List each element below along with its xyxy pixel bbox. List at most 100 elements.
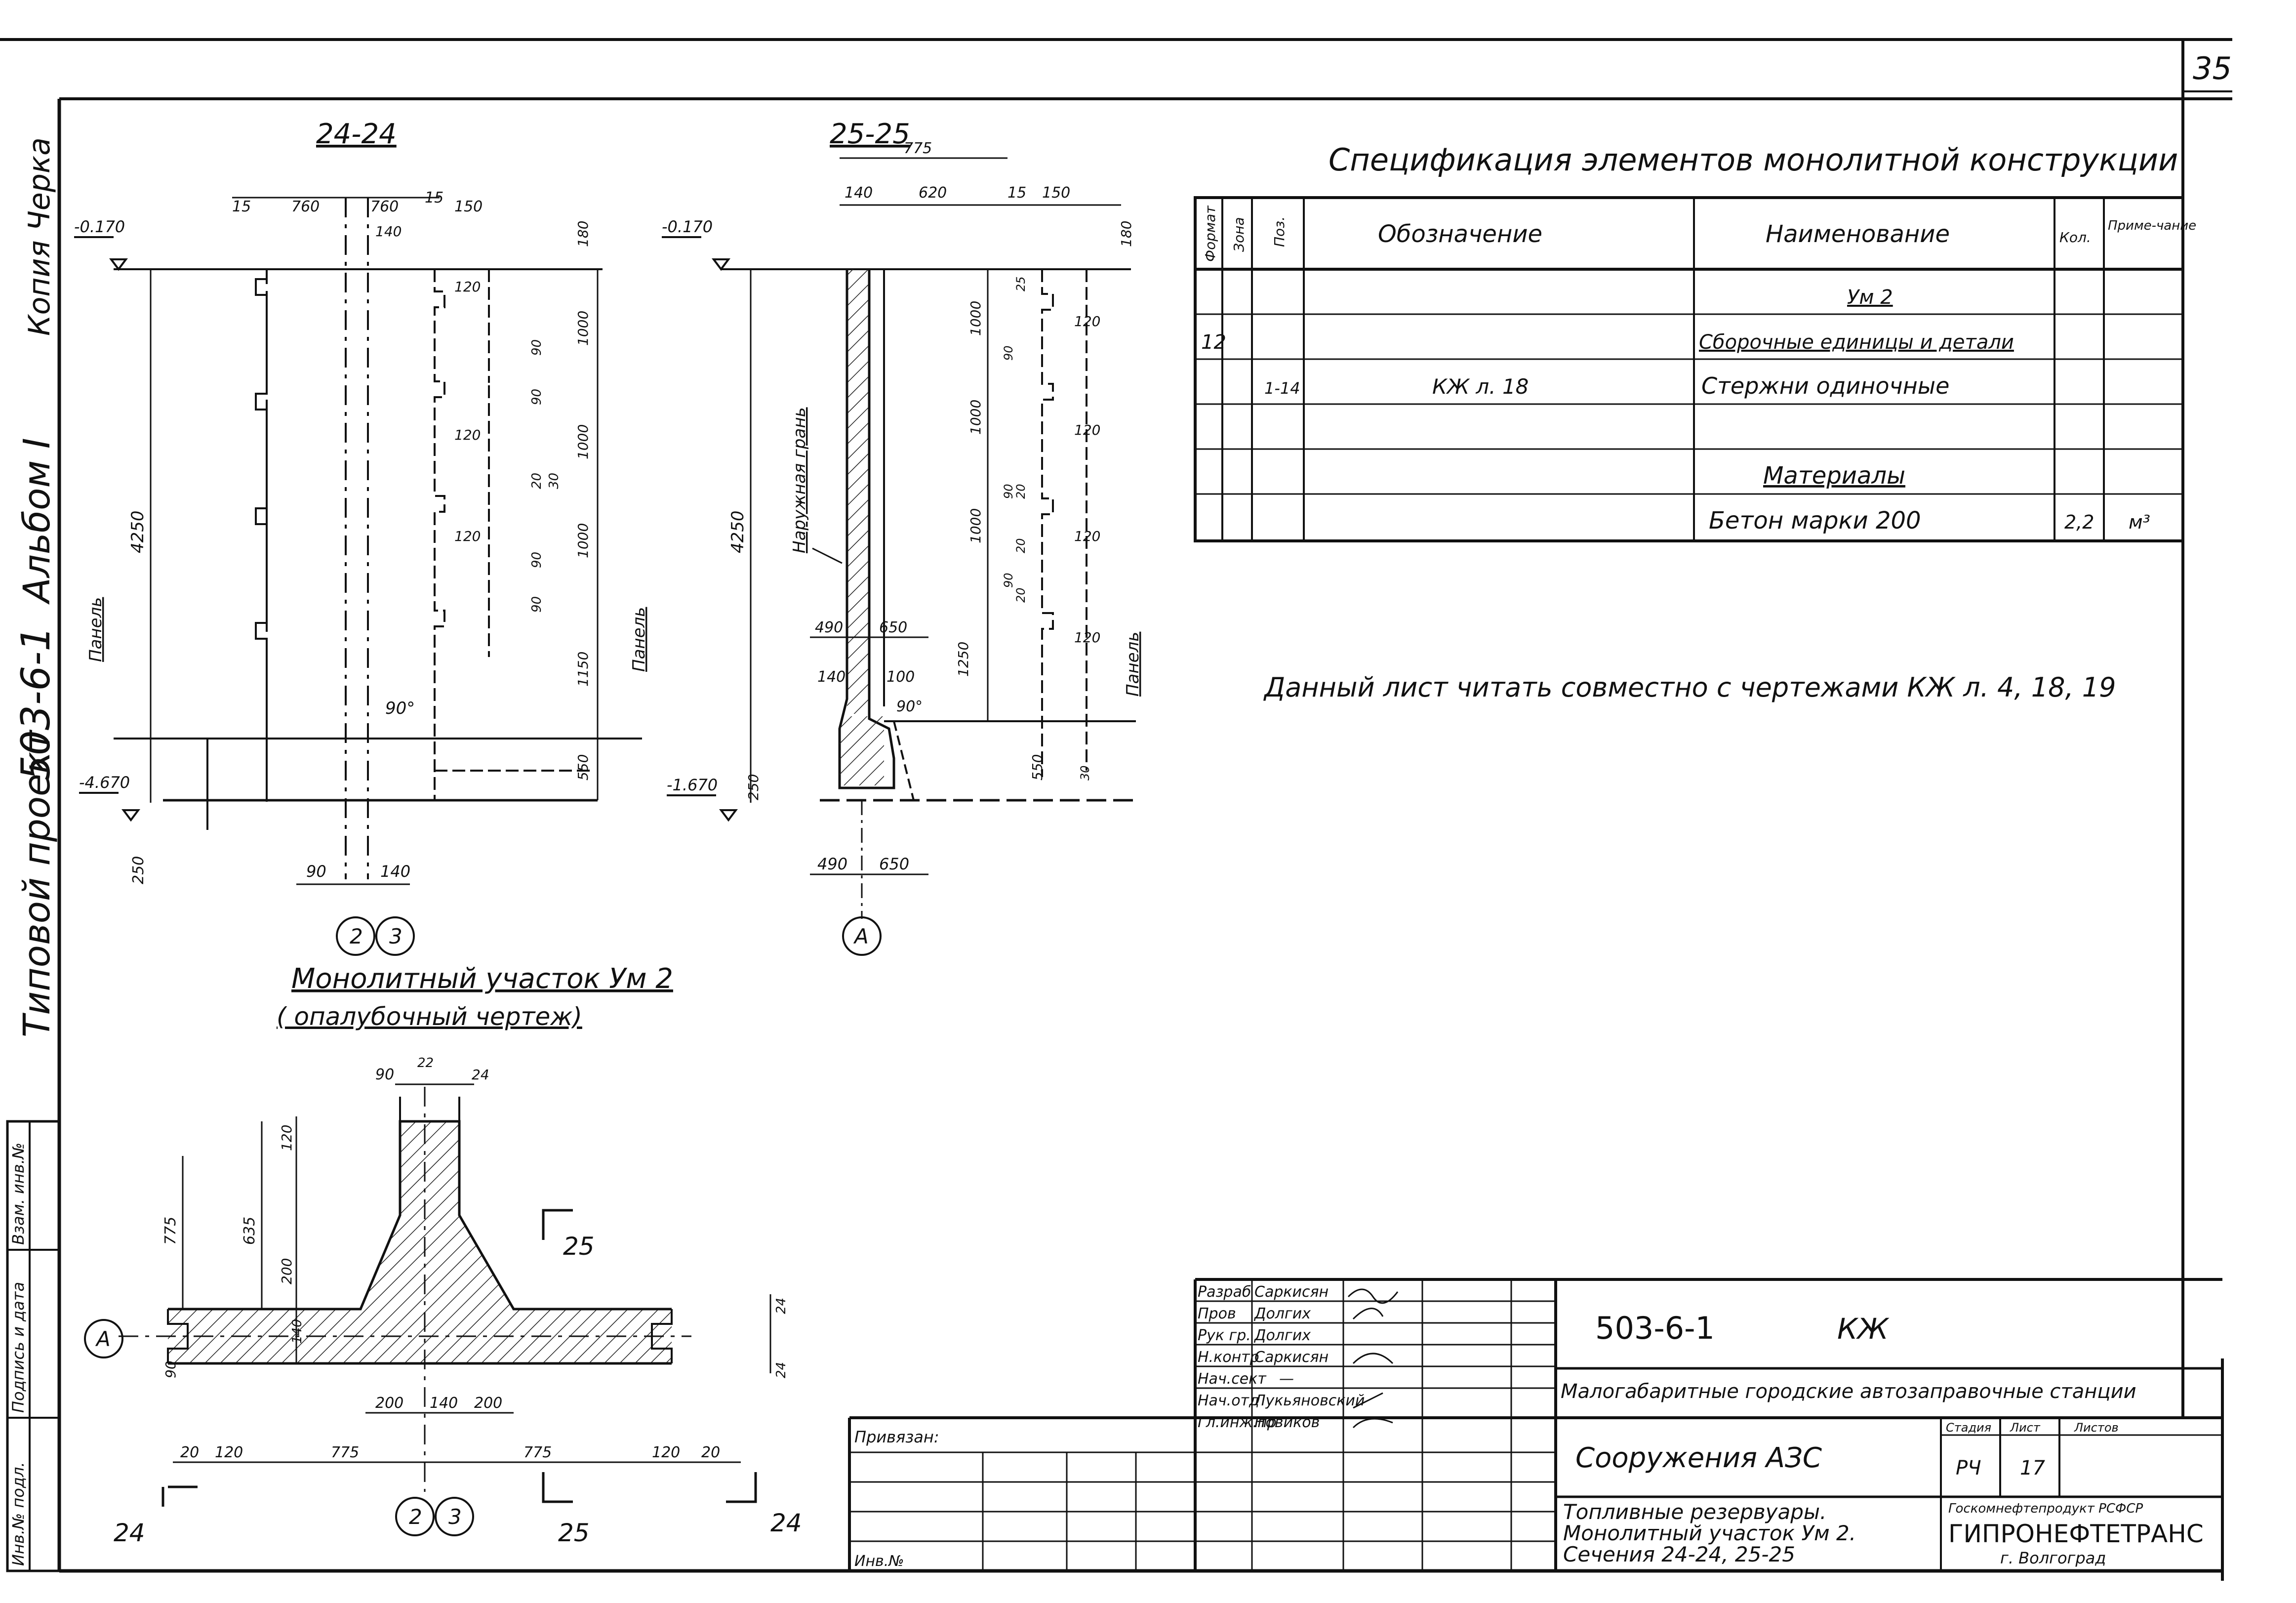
s25-panel: Панель <box>1123 632 1143 697</box>
s25-sdim-90b: 90 <box>1002 484 1015 499</box>
s25-vdim-1000a: 1000 <box>967 301 984 336</box>
s24-panel-right: Панель <box>629 607 649 672</box>
s25-sdim-20a: 20 <box>1014 484 1028 499</box>
tb-city: г. Волгоград <box>2000 1549 2106 1567</box>
s24-vdim-1150: 1150 <box>575 652 591 687</box>
plan-subtitle: ( опалубочный чертеж) <box>277 1002 582 1031</box>
s24-level-top: -0.170 <box>74 217 125 236</box>
plan-cut-24-right: 24 <box>770 1509 802 1537</box>
s24-vdim-1000a: 1000 <box>575 311 591 346</box>
page-number: 35 <box>2193 50 2232 86</box>
tb-bound: Привязан: <box>854 1428 939 1446</box>
sheet-note: Данный лист читать совместно с чертежами… <box>1263 672 2116 703</box>
plan-vdim-90: 90 <box>162 1360 179 1378</box>
tb-name-1: Саркисян <box>1254 1283 1329 1301</box>
side-project: Типовой проект <box>16 730 58 1037</box>
tb-project-name: Малогабаритные городские автозаправочные… <box>1561 1380 2136 1403</box>
s24-sdim-120a: 120 <box>454 279 481 295</box>
s25-base-490: 490 <box>815 619 843 636</box>
s25-sdim-120a: 120 <box>1074 313 1100 329</box>
plan-cdim-140: 140 <box>430 1395 458 1412</box>
col-replace: Взам. инв.№ <box>9 1143 28 1245</box>
spec-h-designation: Обозначение <box>1378 220 1542 248</box>
spec-h-qty: Кол. <box>2059 229 2091 246</box>
spec-r6-qty: 2,2 <box>2064 511 2094 533</box>
s25-sdim-20c: 20 <box>1014 587 1028 603</box>
s25-sdim-25: 25 <box>1014 276 1028 291</box>
spec-h-pos: Поз. <box>1271 216 1288 247</box>
s25-vdim-1000c: 1000 <box>967 508 984 543</box>
plan-vdim-775: 775 <box>162 1217 179 1245</box>
tb-org-top: Госкомнефтепродукт РСФСР <box>1948 1501 2143 1516</box>
plan-axis-a: А <box>95 1327 111 1351</box>
tb-name-7: Новиков <box>1254 1414 1320 1431</box>
tb-code: 503-6-1 <box>1595 1310 1715 1346</box>
s24-level-bottom: -4.670 <box>79 773 130 792</box>
plan-bdim-20b: 20 <box>701 1444 720 1461</box>
side-code: 503-6-1 <box>13 626 59 781</box>
s24-panel-left: Панель <box>86 597 106 662</box>
tb-stage: РЧ <box>1956 1457 1981 1480</box>
s24-vdim-1000c: 1000 <box>575 523 591 558</box>
spec-h-name: Наименование <box>1766 220 1950 248</box>
spec-h-note: Приме-чание <box>2108 218 2196 233</box>
spec-r2-name: Сборочные единицы и детали <box>1699 331 2014 354</box>
tb-stage-label: Стадия <box>1946 1421 1991 1435</box>
plan-vdim-635: 635 <box>241 1217 258 1245</box>
spec-r6-note: м³ <box>2129 511 2150 533</box>
plan-cut-25-bottom: 25 <box>558 1519 590 1547</box>
s24-sdim-120b: 120 <box>454 427 481 443</box>
tb-inv: Инв.№ <box>854 1553 904 1570</box>
tb-sheets-label: Листов <box>2074 1421 2119 1435</box>
s25-dim-140: 140 <box>845 184 873 202</box>
s25-angle: 90° <box>896 698 923 715</box>
spec-h-format: Формат <box>1202 206 1218 262</box>
s24-vdim-180: 180 <box>575 221 591 247</box>
plan-cdim-200a: 200 <box>375 1395 403 1412</box>
section-25-title: 25-25 <box>830 118 910 150</box>
plan-um2: Монолитный участок Ум 2 ( опалубочный че… <box>84 963 802 1547</box>
tb-role-7: Гл.инж.пр <box>1198 1414 1277 1431</box>
s25-vdim-550: 550 <box>1029 754 1046 781</box>
tb-mark: КЖ <box>1837 1312 1890 1346</box>
s25-bdim-490: 490 <box>817 855 847 873</box>
s25-sdim-120c: 120 <box>1074 528 1100 544</box>
spec-r3-pos: 1-14 <box>1264 379 1300 398</box>
tb-role-1: Разраб <box>1198 1283 1251 1301</box>
s24-dim-150: 150 <box>454 198 483 215</box>
section-25-25: 25-25 775 140 620 15 150 -0.170 -1.670 4… <box>662 118 1143 956</box>
s24-depth: 250 <box>130 856 147 884</box>
col-signature: Подпись и дата <box>9 1282 28 1413</box>
tb-sheet-label: Лист <box>2010 1421 2041 1435</box>
plan-cut-24-left: 24 <box>114 1519 145 1547</box>
s24-sdim-90a: 90 <box>529 339 544 356</box>
plan-top-22: 22 <box>417 1056 434 1070</box>
s25-vdim-1000b: 1000 <box>967 400 984 435</box>
tb-name-4: Саркисян <box>1254 1349 1329 1366</box>
tb-org: ГИПРОНЕФТЕТРАНС <box>1948 1520 2204 1548</box>
plan-top-24: 24 <box>472 1067 489 1083</box>
plan-bdim-20a: 20 <box>180 1444 199 1461</box>
plan-rdim-24b: 24 <box>774 1362 789 1378</box>
s24-sdim-90b: 90 <box>529 389 544 405</box>
s25-dim-150: 150 <box>1042 184 1070 202</box>
s25-sdim-30: 30 <box>1078 765 1092 781</box>
tb-role-5: Нач.сект <box>1198 1370 1267 1388</box>
tb-role-3: Рук гр. <box>1198 1327 1251 1344</box>
spec-title: Спецификация элементов монолитной констр… <box>1329 142 2178 178</box>
plan-cut-25-top: 25 <box>563 1232 595 1261</box>
plan-vdim-200: 200 <box>279 1258 295 1284</box>
s25-bdim-650: 650 <box>879 855 909 873</box>
s24-dim-760a: 760 <box>291 198 320 215</box>
plan-top-90: 90 <box>375 1066 394 1083</box>
plan-bdim-120a: 120 <box>215 1444 243 1461</box>
tb-name-2: Долгих <box>1253 1305 1311 1322</box>
side-album: Альбом I <box>16 438 58 605</box>
s24-dim-15a: 15 <box>232 198 251 215</box>
s25-base-650: 650 <box>879 619 907 636</box>
tb-role-4: Н.контр <box>1198 1349 1259 1366</box>
s25-base-100: 100 <box>886 668 915 686</box>
s25-axis-a: А <box>853 924 869 948</box>
plan-bdim-775b: 775 <box>524 1444 552 1461</box>
